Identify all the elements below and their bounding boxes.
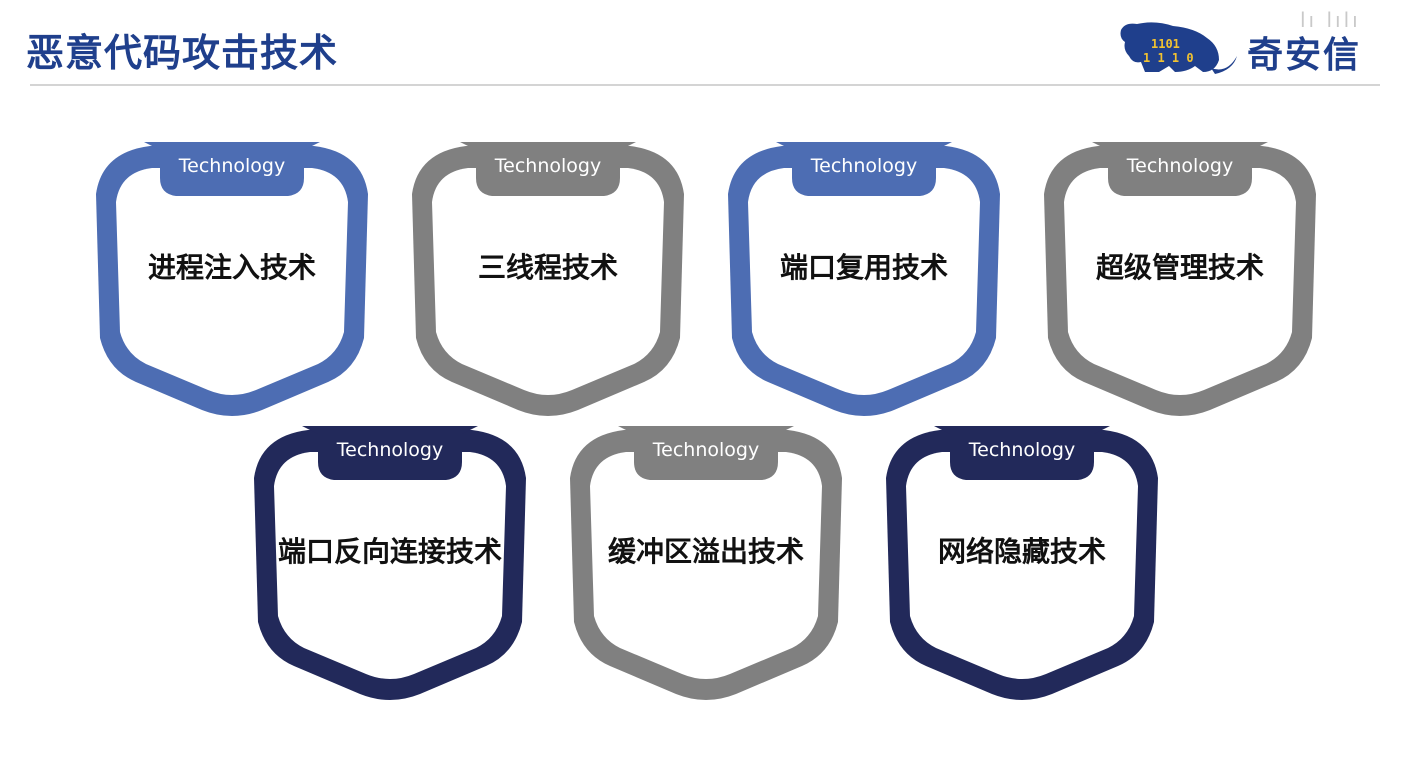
slide-title: 恶意代码攻击技术 [26,31,339,75]
technique-label: 网络隐藏技术 [937,535,1106,568]
logo-text: 奇安信 [1247,35,1362,76]
technique-label: 端口复用技术 [779,251,948,284]
hexagon-badge-icon [728,142,1000,416]
svg-text:1101: 1101 [1151,37,1180,51]
technique-card: Technology 超级管理技术 [1040,126,1320,416]
technique-label: 端口反向连接技术 [277,535,502,568]
hexagon-badge-icon [570,426,842,700]
tab-label: Technology [494,155,602,177]
svg-text:1 1 1 0: 1 1 1 0 [1143,51,1194,65]
technique-label: 超级管理技术 [1095,251,1264,284]
technique-card: Technology 网络隐藏技术 [882,410,1162,700]
hexagon-badge-icon [96,142,368,416]
hexagon-badge-icon [1044,142,1316,416]
hexagon-badge-icon [886,426,1158,700]
technique-label: 缓冲区溢出技术 [607,535,804,568]
company-logo: 1101 1 1 1 0 奇安信 [1115,16,1385,78]
technique-label: 三线程技术 [477,251,618,284]
technique-card: Technology 端口复用技术 [724,126,1004,416]
technique-card: Technology 进程注入技术 [92,126,372,416]
tab-label: Technology [1126,155,1234,177]
technique-card: Technology 三线程技术 [408,126,688,416]
tab-label: Technology [336,439,444,461]
technique-label: 进程注入技术 [147,251,316,284]
tab-label: Technology [652,439,760,461]
watermark: lı lılı [1300,8,1361,32]
tab-label: Technology [178,155,286,177]
tiger-logo-icon: 1101 1 1 1 0 [1120,22,1237,74]
tab-label: Technology [810,155,918,177]
hexagon-badge-icon [254,426,526,700]
tab-label: Technology [968,439,1076,461]
technique-card: Technology 端口反向连接技术 [250,410,530,700]
technique-card: Technology 缓冲区溢出技术 [566,410,846,700]
hexagon-badge-icon [412,142,684,416]
title-divider [30,84,1380,86]
